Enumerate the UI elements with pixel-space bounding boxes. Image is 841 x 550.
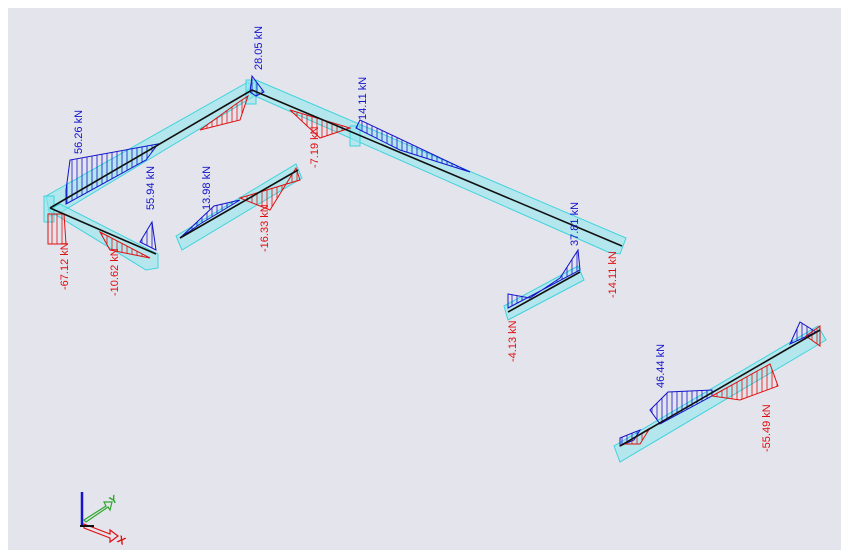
label-28-05: 28.05 kN bbox=[253, 26, 265, 70]
beam-e[interactable] bbox=[503, 265, 585, 321]
member-axis-d bbox=[179, 169, 299, 239]
label-37-81: 37.81 kN bbox=[569, 202, 581, 246]
label-minus-67-12: -67.12 kN bbox=[59, 242, 71, 290]
shear-area-a-neg bbox=[47, 213, 67, 245]
negative-shear-areas bbox=[47, 94, 821, 445]
shear-area-d-neg bbox=[238, 166, 301, 211]
label-minus-16-33: -16.33 kN bbox=[259, 204, 271, 252]
shear-area-a-neg2 bbox=[199, 94, 249, 131]
member-axis-e bbox=[507, 271, 581, 313]
label-46-44: 46.44 kN bbox=[655, 344, 667, 388]
label-minus-7-19: -7.19 kN bbox=[309, 126, 321, 168]
shear-area-f-pos2 bbox=[788, 321, 818, 346]
axis-triad[interactable]: Y X bbox=[80, 492, 128, 548]
beam-group bbox=[43, 79, 827, 463]
shear-area-d-pos bbox=[179, 199, 241, 239]
label-minus-10-62: -10.62 kN bbox=[109, 248, 121, 296]
label-14-11: 14.11 kN bbox=[357, 77, 369, 120]
shear-area-c-neg bbox=[98, 230, 151, 259]
shear-area-f-neg3 bbox=[805, 325, 821, 347]
value-labels: 56.26 kN 28.05 kN 14.11 kN 55.94 kN 13.9… bbox=[59, 26, 773, 452]
shear-area-f-neg bbox=[710, 363, 779, 401]
shear-area-b-pos2 bbox=[355, 119, 471, 173]
label-55-94: 55.94 kN bbox=[145, 166, 157, 210]
x-axis-icon bbox=[83, 523, 119, 544]
member-axis-f bbox=[619, 329, 821, 447]
model-canvas[interactable] bbox=[8, 8, 841, 550]
label-13-98: 13.98 kN bbox=[201, 166, 213, 210]
label-56-26: 56.26 kN bbox=[73, 110, 85, 154]
member-axes bbox=[49, 89, 821, 447]
member-axis-a bbox=[49, 89, 253, 209]
y-axis-icon bbox=[83, 501, 113, 523]
label-minus-14-11: -14.11 kN bbox=[607, 251, 619, 298]
beam-d[interactable] bbox=[175, 163, 303, 251]
member-axis-c bbox=[49, 207, 157, 255]
y-axis-label: Y bbox=[108, 493, 121, 507]
shear-area-c-pos bbox=[139, 220, 157, 251]
member-axis-b bbox=[251, 89, 623, 247]
label-minus-4-13: -4.13 kN bbox=[507, 320, 519, 362]
label-minus-55-49: -55.49 kN bbox=[761, 404, 773, 452]
shear-area-e-pos bbox=[507, 248, 581, 309]
